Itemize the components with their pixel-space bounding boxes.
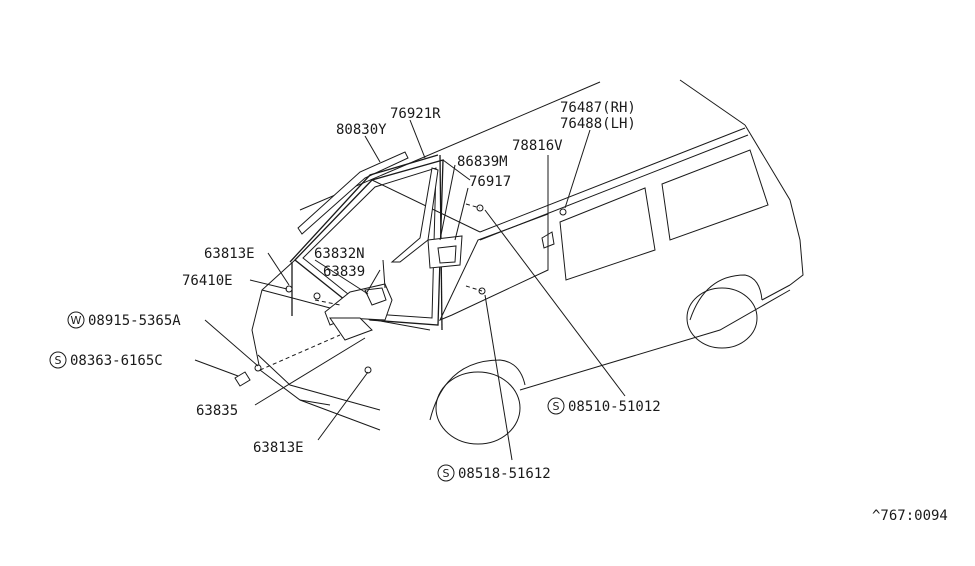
label-08518-51612: 08518-51612 [458,466,551,482]
leader-lines [194,119,626,461]
label-76921R: 76921R [390,106,441,122]
fasteners [234,204,567,387]
label-63839: 63839 [323,264,365,280]
diagram-reference-code: ^767:0094 [872,508,948,524]
s-prefix-08363: S [55,354,62,367]
label-08363-6165C: 08363-6165C [70,353,163,369]
dashed-guides [259,203,483,371]
s-prefix-08510: S [553,400,560,413]
pillar-trim-part [390,167,439,263]
roof-molding-part [297,151,409,235]
label-76488-lh: 76488(LH) [560,116,636,132]
s-prefix-circle-08363 [49,351,67,369]
label-76487-rh: 76487(RH) [560,100,636,116]
label-63832N: 63832N [314,246,365,262]
label-86839M: 86839M [457,154,508,170]
s-prefix-circle-08510 [547,397,565,415]
label-63813E-top: 63813E [204,246,255,262]
label-80830Y: 80830Y [336,122,387,138]
label-63813E-bottom: 63813E [253,440,304,456]
label-08915-5365A: 08915-5365A [88,313,181,329]
s-prefix-circle-08518 [437,464,455,482]
label-78816V: 78816V [512,138,563,154]
w-prefix-circle [67,311,85,329]
s-prefix-08518: S [443,467,450,480]
label-76410E: 76410E [182,273,233,289]
hood-lock-assembly [324,283,393,341]
small-trim-part [427,235,463,269]
label-76917: 76917 [469,174,511,190]
label-08510-51012: 08510-51012 [568,399,661,415]
label-63835: 63835 [196,403,238,419]
van-body-outline [251,79,804,445]
w-prefix: W [71,314,82,327]
